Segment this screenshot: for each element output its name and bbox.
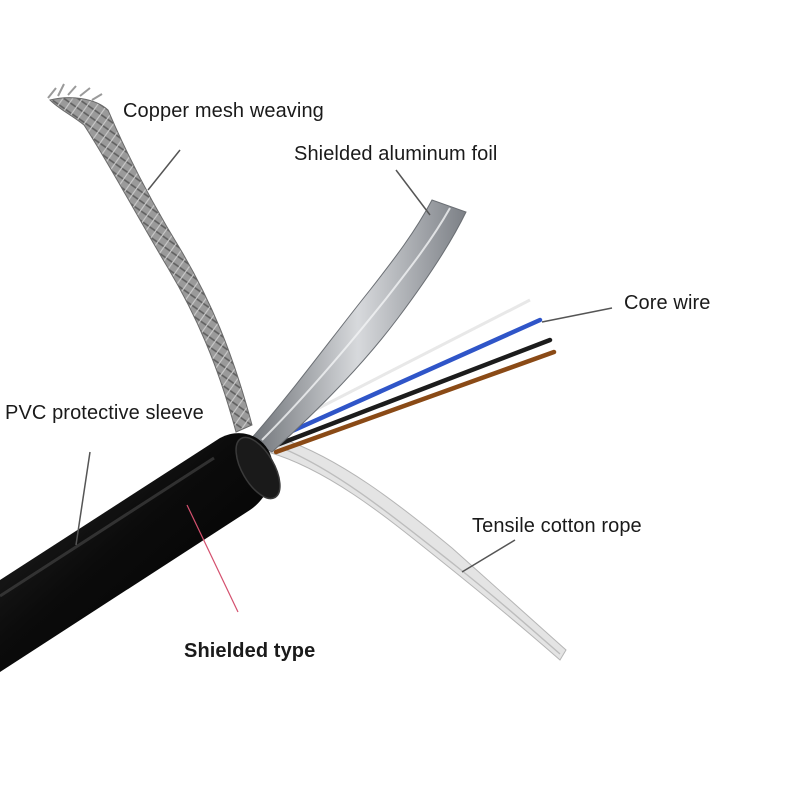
cotton-rope [267, 437, 567, 661]
leader-cotton-rope [461, 539, 516, 573]
cotton-rope-strand [281, 447, 561, 655]
label-pvc-protective-sleeve: PVC protective sleeve [5, 402, 204, 424]
copper-mesh-braid [49, 97, 253, 433]
copper-mesh-frayed-tip [47, 83, 103, 101]
pvc-sleeve-highlight [0, 456, 215, 598]
label-copper-mesh-weaving: Copper mesh weaving [123, 100, 324, 122]
pvc-sleeve-end [235, 436, 281, 500]
aluminum-foil [249, 199, 467, 453]
pvc-sleeve [0, 433, 273, 672]
core-wire-brown [273, 349, 557, 455]
leader-pvc-sleeve [75, 451, 91, 546]
leader-shielded-type [186, 504, 239, 613]
label-tensile-cotton-rope: Tensile cotton rope [472, 515, 642, 537]
leader-core-wire [541, 307, 613, 323]
aluminum-foil-fold [261, 207, 451, 441]
core-wire-blue [269, 317, 543, 443]
leader-aluminum-foil [395, 169, 431, 216]
label-shielded-aluminum-foil: Shielded aluminum foil [294, 143, 498, 165]
label-shielded-type: Shielded type [184, 640, 316, 662]
core-wire-black [271, 337, 553, 449]
label-core-wire: Core wire [624, 292, 711, 314]
leader-copper-mesh [147, 149, 181, 191]
